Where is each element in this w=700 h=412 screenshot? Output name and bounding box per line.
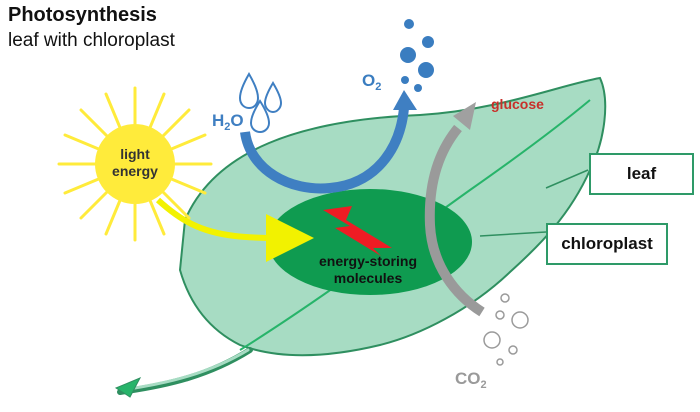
oxygen-o: O: [362, 71, 375, 90]
leaf-midrib: [239, 99, 591, 351]
leaf-callout: leaf: [589, 153, 694, 195]
water-h: H: [212, 111, 224, 130]
leaf-callout-line: [545, 169, 589, 189]
leaf-stem-inner: [120, 348, 250, 392]
oxygen-sub: 2: [375, 81, 381, 93]
chloroplast-callout: chloroplast: [546, 223, 668, 265]
glucose-arrowhead: [453, 102, 476, 130]
molecules-label-line1: energy-storing: [319, 253, 417, 269]
co2-sub: 2: [481, 379, 487, 391]
stem-tip-icon: [114, 377, 142, 398]
molecules-label-line2: molecules: [334, 270, 403, 286]
water-sub: 2: [224, 121, 230, 133]
sun-icon: [57, 86, 213, 242]
bubble-icon: [483, 293, 529, 366]
light-energy-arrow: [155, 197, 314, 263]
water-drop-icon: [238, 72, 283, 134]
chloroplast-callout-line: [479, 231, 547, 237]
co2-glucose-arrow: [424, 124, 485, 317]
water-label: H2O: [212, 111, 244, 133]
light-energy-label-line2: energy: [112, 163, 158, 179]
co2-label: CO2: [455, 369, 487, 391]
page-title: Photosynthesis: [8, 4, 157, 26]
oxygen-label: O2: [362, 71, 381, 93]
light-energy-label-line1: light: [120, 146, 150, 162]
water-o: O: [230, 111, 243, 130]
bubble-icon: [400, 19, 434, 92]
lightning-icon: [323, 206, 392, 256]
glucose-label: glucose: [491, 96, 544, 112]
co2-co: CO: [455, 369, 481, 388]
water-oxygen-arrow: [240, 107, 409, 194]
oxygen-arrowhead: [393, 90, 417, 110]
page-subtitle: leaf with chloroplast: [8, 30, 175, 51]
